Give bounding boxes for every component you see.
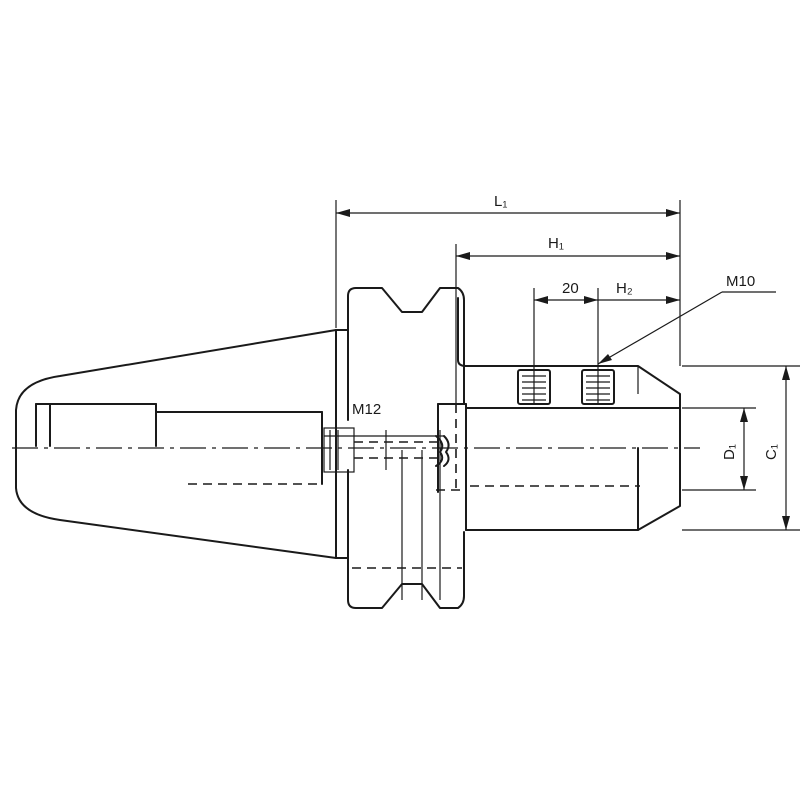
- dim-H1: [455, 244, 680, 404]
- dim-H1-label: H₁: [548, 235, 564, 252]
- dim-H2-label: H₂: [616, 280, 633, 297]
- dim-C1-label: C₁: [763, 444, 780, 460]
- dim-20-label: 20: [562, 280, 579, 297]
- dim-D1-label: D₁: [721, 444, 738, 460]
- dim-D1: [682, 407, 756, 491]
- m10-leader: [597, 291, 776, 365]
- taper-shank-outline: [15, 329, 337, 559]
- dim-L1: [335, 200, 681, 366]
- dim-L1-label: L₁: [494, 193, 507, 210]
- flange: [335, 287, 465, 609]
- m12-thread: [323, 427, 450, 473]
- m10-label: M10: [726, 273, 755, 290]
- drive-key-slot: [35, 403, 323, 485]
- dim-C1: [682, 365, 800, 531]
- dim-20-H2: [533, 288, 680, 404]
- holder-body: [437, 297, 681, 531]
- m12-label: M12: [352, 401, 381, 418]
